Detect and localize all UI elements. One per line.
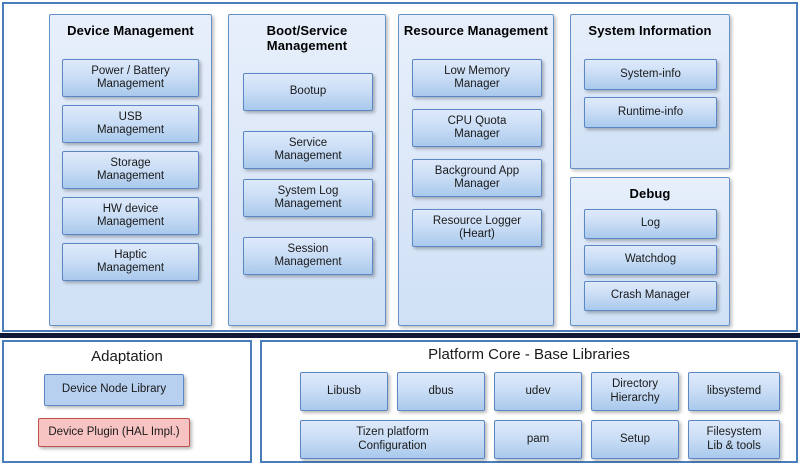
box-pam[interactable]: pam [494, 420, 582, 459]
layer-divider [0, 333, 800, 338]
box-low-memory-manager[interactable]: Low Memory Manager [412, 59, 542, 97]
box-system-info[interactable]: System-info [584, 59, 717, 90]
platform-core-panel: Libusb dbus udev Directory Hierarchy lib… [260, 340, 798, 463]
box-libusb[interactable]: Libusb [300, 372, 388, 411]
box-filesystem-lib-tools[interactable]: Filesystem Lib & tools [688, 420, 780, 459]
box-runtime-info[interactable]: Runtime-info [584, 97, 717, 128]
box-log[interactable]: Log [584, 209, 717, 239]
box-bootup[interactable]: Bootup [243, 73, 373, 111]
group-device-management: Device Management Power / Battery Manage… [49, 14, 212, 326]
box-usb-management[interactable]: USB Management [62, 105, 199, 143]
box-libsystemd[interactable]: libsystemd [688, 372, 780, 411]
group-title-device-management: Device Management [67, 23, 194, 38]
adaptation-title: Adaptation [91, 348, 163, 365]
box-watchdog[interactable]: Watchdog [584, 245, 717, 275]
box-system-log-management[interactable]: System Log Management [243, 179, 373, 217]
box-background-app-manager[interactable]: Background App Manager [412, 159, 542, 197]
group-boot-service-management: Boot/Service Management Bootup Service M… [228, 14, 386, 326]
group-debug: Debug Log Watchdog Crash Manager [570, 177, 730, 326]
box-tizen-platform-configuration[interactable]: Tizen platform Configuration [300, 420, 485, 459]
box-directory-hierarchy[interactable]: Directory Hierarchy [591, 372, 679, 411]
box-setup[interactable]: Setup [591, 420, 679, 459]
box-session-management[interactable]: Session Management [243, 237, 373, 275]
box-cpu-quota-manager[interactable]: CPU Quota Manager [412, 109, 542, 147]
group-title-debug: Debug [629, 186, 671, 201]
group-title-system-information: System Information [588, 23, 712, 38]
box-udev[interactable]: udev [494, 372, 582, 411]
box-dbus[interactable]: dbus [397, 372, 485, 411]
adaptation-panel: Device Node Library Device Plugin (HAL I… [2, 340, 252, 463]
group-title-resource-management: Resource Management [403, 23, 549, 38]
box-haptic-management[interactable]: Haptic Management [62, 243, 199, 281]
box-device-plugin-hal-impl[interactable]: Device Plugin (HAL Impl.) [38, 418, 190, 447]
box-service-management[interactable]: Service Management [243, 131, 373, 169]
box-hw-device-management[interactable]: HW device Management [62, 197, 199, 235]
box-device-node-library[interactable]: Device Node Library [44, 374, 184, 406]
platform-core-title: Platform Core - Base Libraries [428, 346, 630, 363]
system-framework-panel: Device Management Power / Battery Manage… [2, 2, 798, 332]
group-title-boot-service-management: Boot/Service Management [266, 23, 348, 53]
box-power-battery-management[interactable]: Power / Battery Management [62, 59, 199, 97]
group-system-information: System Information System-info Runtime-i… [570, 14, 730, 169]
group-resource-management: Resource Management Low Memory Manager C… [398, 14, 554, 326]
box-crash-manager[interactable]: Crash Manager [584, 281, 717, 311]
box-storage-management[interactable]: Storage Management [62, 151, 199, 189]
box-resource-logger-heart[interactable]: Resource Logger (Heart) [412, 209, 542, 247]
